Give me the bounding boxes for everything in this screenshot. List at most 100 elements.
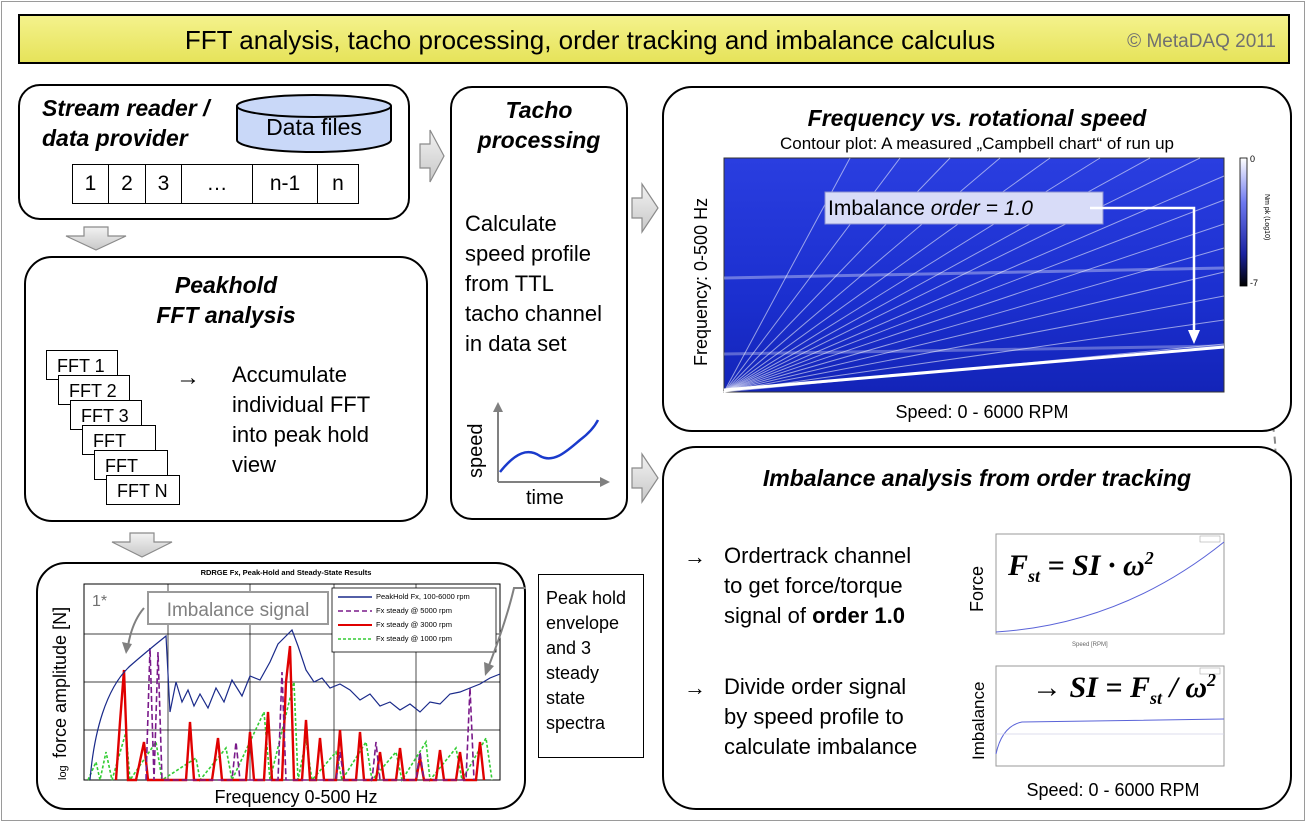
- spectrum-note-box: [538, 574, 644, 758]
- step2-line-2: by speed profile to: [724, 704, 904, 729]
- spectrum-chart: RDRGE Fx, Peak-Hold and Steady-State Res…: [50, 568, 526, 807]
- campbell-ylabel: Frequency: 0-500 Hz: [691, 198, 711, 366]
- buffer-cell: 3: [146, 165, 182, 203]
- tacho-title-2: processing: [477, 127, 601, 153]
- buffer-cell: …: [182, 165, 253, 203]
- buffer-cell: 2: [109, 165, 146, 203]
- svg-text:Speed [RPM]: Speed [RPM]: [1072, 642, 1108, 648]
- fft-card: FFT N: [106, 475, 180, 505]
- step2-line-1: Divide order signal: [724, 674, 907, 699]
- tacho-box: [450, 86, 628, 520]
- step1-line-3-text: signal of: [724, 603, 813, 628]
- note-line: state: [546, 688, 586, 708]
- legend-entry: Fx steady @ 1000 rpm: [376, 634, 452, 643]
- note-line: and 3: [546, 638, 592, 658]
- step2-arrow: →: [684, 675, 706, 700]
- peakhold-text-3: into peak hold: [232, 422, 369, 447]
- data-files-cylinder-icon: [236, 94, 392, 153]
- formula-2-lhs: SI = F: [1062, 671, 1150, 704]
- force-curve: [995, 541, 1225, 633]
- order-bold: order 1.0: [812, 603, 905, 628]
- step1-line-1: Ordertrack channel: [724, 543, 912, 568]
- formula-2-sub: st: [1149, 688, 1162, 708]
- imbalance-title: Imbalance analysis from order tracking: [762, 465, 1192, 491]
- step1-line-3: signal of order 1.0: [724, 603, 905, 629]
- campbell-title: Frequency vs. rotational speed: [807, 105, 1147, 131]
- peakhold-title-2: FFT analysis: [156, 302, 296, 328]
- peakhold-arrow: →: [176, 364, 200, 391]
- arrow-right-2: [631, 182, 659, 234]
- spectrum-marker: 1*: [92, 593, 107, 610]
- speed-curve: [499, 419, 600, 473]
- formula-1: Fst = SI · ω2: [1008, 548, 1154, 587]
- campbell-subtitle: Contour plot: A measured „Campbell chart…: [779, 134, 1175, 153]
- peakhold-text-1: Accumulate: [232, 362, 347, 387]
- force-plot: Force Speed [RPM]: [967, 533, 1225, 648]
- spectrum-xlabel: Frequency 0-500 Hz: [214, 787, 377, 807]
- formula-2-rhs: / ω: [1161, 671, 1208, 704]
- stream-reader-title-2: data provider: [42, 125, 188, 151]
- formula-1-sup: 2: [1144, 548, 1154, 568]
- banner-title: FFT analysis, tacho processing, order tr…: [184, 25, 996, 55]
- note-pointer: [487, 587, 526, 669]
- colorbar-bottom-label: -7: [1250, 278, 1258, 288]
- peakhold-text-4: view: [232, 452, 277, 477]
- title-banner: FFT analysis, tacho processing, order tr…: [18, 14, 1290, 64]
- formula-1-sub: st: [1028, 566, 1041, 586]
- tacho-title-1: Tacho: [505, 97, 573, 123]
- legend-entry: PeakHold Fx, 100-6000 rpm: [376, 592, 470, 601]
- arrow-right-1: [419, 129, 445, 183]
- campbell-colorbar: [1239, 157, 1248, 287]
- formula-2: → SI = Fst / ω2: [1032, 670, 1216, 709]
- campbell-xlabel: Speed: 0 - 6000 RPM: [895, 402, 1069, 422]
- spectrum-legend: [331, 587, 497, 653]
- annotation-pointer: [127, 607, 145, 647]
- note-line: steady: [546, 663, 600, 683]
- note-line: envelope: [546, 613, 620, 633]
- peakhold-envelope: [89, 628, 501, 781]
- formula-2-arrow: →: [1032, 671, 1062, 704]
- legend-samples: [338, 596, 372, 640]
- buffer-cell: n-1: [253, 165, 318, 203]
- legend-entry: Fx steady @ 5000 rpm: [376, 606, 452, 615]
- buffer-cells: 1 2 3 … n-1 n: [72, 164, 359, 204]
- tacho-text-2: speed profile: [465, 241, 591, 266]
- banner-copyright: © MetaDAQ 2011: [1127, 31, 1276, 52]
- speed-axis-label: speed: [465, 424, 487, 479]
- colorbar-unit-label: Nm pk (Log10): [1263, 194, 1270, 240]
- arrow-down-2: [111, 532, 173, 558]
- peakhold-text-2: individual FFT: [232, 392, 371, 417]
- stream-reader-title-1: Stream reader /: [42, 95, 210, 121]
- annotation-prefix: Imbalance: [828, 197, 931, 220]
- formula-2-sup: 2: [1207, 670, 1217, 690]
- formula-1-rhs: = SI · ω: [1040, 549, 1145, 582]
- tacho-text-1: Calculate: [465, 211, 557, 236]
- annotation-arrow: [1090, 206, 1196, 336]
- formula-1-lhs: F: [1008, 549, 1029, 582]
- campbell-annotation: Imbalance order = 1.0: [828, 197, 1033, 221]
- imbalance-axis-label: Imbalance: [969, 682, 988, 760]
- imbalance-xlabel: Speed: 0 - 6000 RPM: [1026, 780, 1200, 800]
- legend-entry: Fx steady @ 3000 rpm: [376, 620, 452, 629]
- note-line: Peak hold: [546, 588, 627, 608]
- tacho-text-3: from TTL: [465, 271, 554, 296]
- arrow-down-1: [65, 226, 127, 251]
- arrow-right-3: [631, 452, 659, 504]
- step1-line-2: to get force/torque: [724, 573, 903, 598]
- spectrum-annotation: Imbalance signal: [167, 600, 310, 621]
- force-axis-label: Force: [967, 566, 987, 612]
- time-axis-label: time: [526, 487, 564, 509]
- peakhold-title-1: Peakhold: [174, 272, 278, 298]
- spectrum-ylabel-prefix: log: [57, 765, 69, 780]
- spectrum-ylabel: force amplitude [N]: [50, 607, 70, 758]
- imbalance-plot: Imbalance: [969, 665, 1225, 767]
- campbell-chart: 0 -7 Nm pk (Log10) Frequency: 0-500 Hz: [691, 154, 1270, 393]
- buffer-cell: 1: [73, 165, 109, 203]
- step1-arrow: →: [684, 544, 706, 569]
- order-1-line: [723, 345, 1225, 392]
- speed-curve-chart: speed time: [465, 402, 610, 509]
- data-files-label: Data files: [266, 114, 362, 140]
- tacho-text-5: in data set: [465, 331, 567, 356]
- step2-line-3: calculate imbalance: [724, 734, 918, 759]
- spectrum-title: RDRGE Fx, Peak-Hold and Steady-State Res…: [201, 568, 372, 577]
